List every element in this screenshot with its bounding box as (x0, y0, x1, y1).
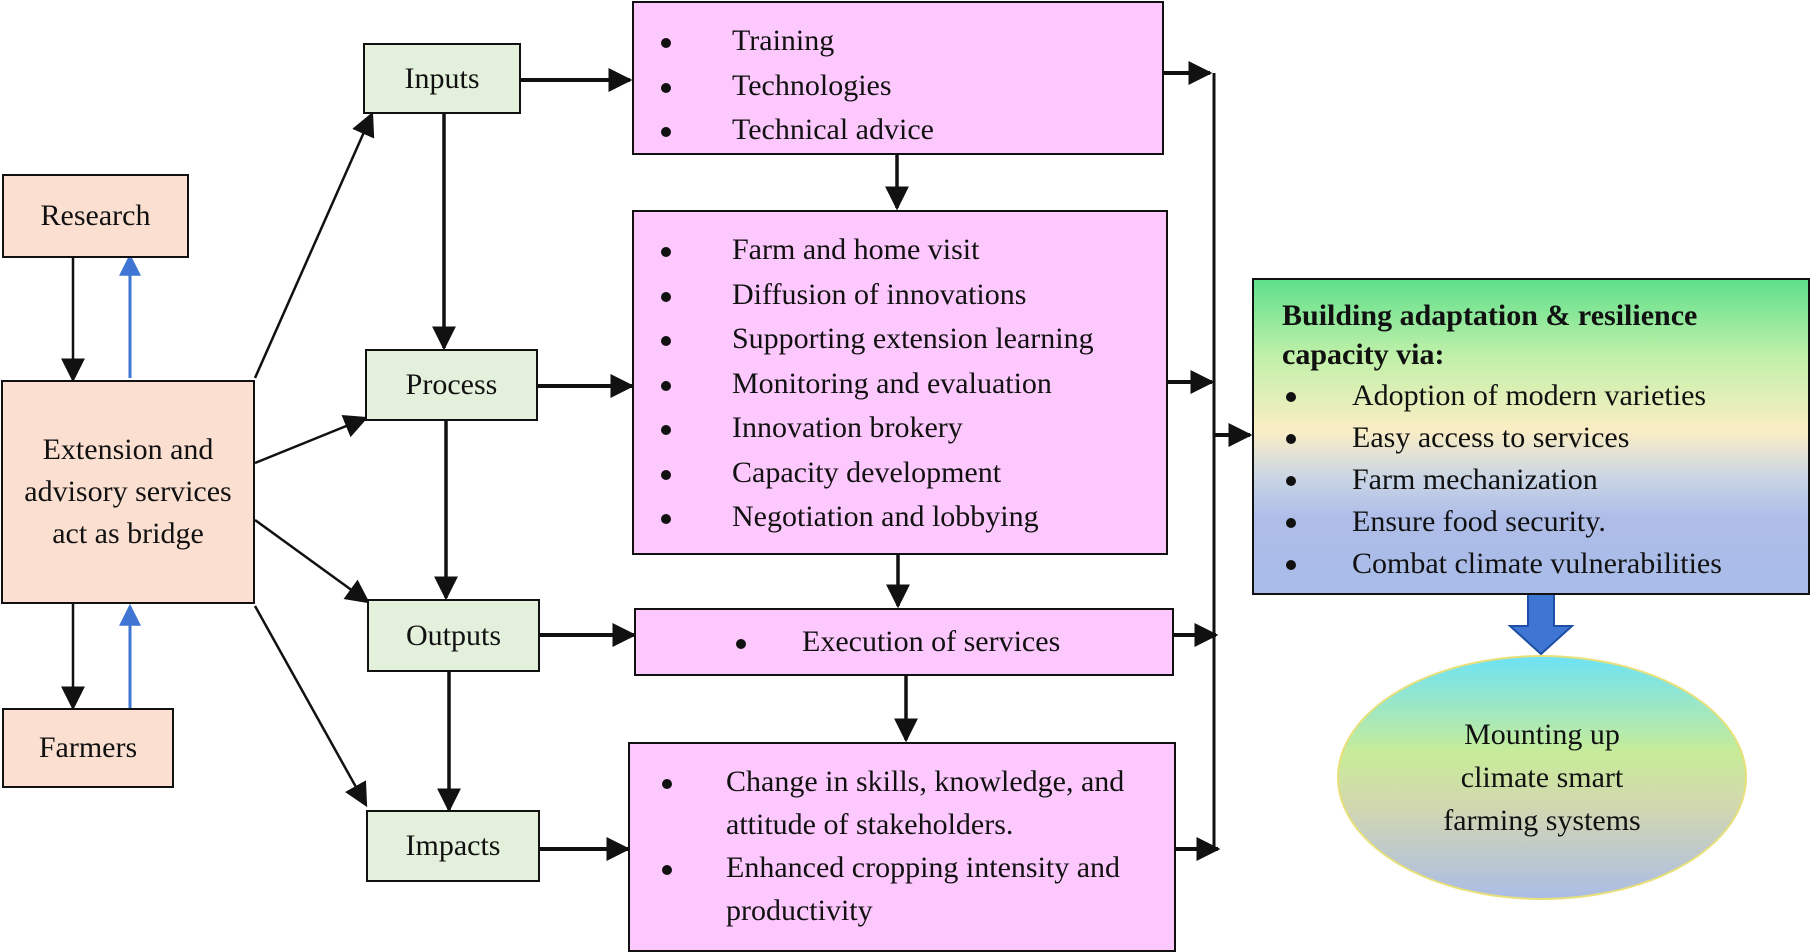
bullet-icon (662, 865, 672, 875)
extension-to-outputs-arrow (254, 518, 370, 604)
list-item: Monitoring and evaluation (634, 362, 1166, 407)
inputs-label: Inputs (404, 61, 480, 95)
list-item: Capacity development (634, 451, 1166, 496)
process-list: Farm and home visit Diffusion of innovat… (634, 228, 1166, 540)
extension-to-impacts-arrow (253, 605, 368, 808)
inputs-list: Training Technologies Technical advice (634, 19, 1162, 153)
list-item: Training (634, 19, 1162, 64)
list-item: Enhanced cropping intensity and producti… (630, 846, 1174, 932)
list-item: Supporting extension learning (634, 317, 1166, 362)
impacts-list-box: Change in skills, knowledge, and attitud… (628, 742, 1176, 952)
list-item: Negotiation and lobbying (634, 495, 1166, 540)
list-item: Farm mechanization (1254, 459, 1808, 501)
process-box: Process (365, 349, 538, 421)
outcome-label: Mounting up climate smart farming system… (1443, 718, 1641, 837)
extension-label: Extension and advisory services act as b… (24, 433, 232, 550)
resilience-to-outcome-arrow (1507, 593, 1575, 656)
extension-to-process-arrow (254, 414, 369, 465)
bullet-icon (1286, 476, 1296, 486)
bullet-icon (661, 380, 671, 391)
list-item: Technical advice (634, 108, 1162, 153)
inputs-list-box: Training Technologies Technical advice (632, 1, 1164, 155)
impacts-label: Impacts (405, 829, 501, 862)
resilience-box: Building adaptation & resilience capacit… (1252, 278, 1810, 595)
bullet-icon (1286, 392, 1296, 402)
list-item: Ensure food security. (1254, 501, 1808, 543)
outputs-label: Outputs (405, 618, 501, 652)
outputs-list: Execution of services (636, 620, 1172, 665)
list-item: Adoption of modern varieties (1254, 375, 1808, 417)
impacts-list: Change in skills, knowledge, and attitud… (630, 760, 1174, 932)
inputs-box: Inputs (363, 43, 521, 114)
list-item: Change in skills, knowledge, and attitud… (630, 760, 1174, 846)
farmers-box: Farmers (2, 708, 174, 788)
bullet-icon (661, 291, 671, 302)
extension-to-inputs-arrow (253, 111, 375, 379)
list-item: Combat climate vulnerabilities (1254, 543, 1808, 585)
bullet-icon (661, 336, 671, 346)
bullet-icon (661, 127, 671, 137)
outputs-box: Outputs (367, 599, 540, 672)
list-item: Diffusion of innovations (634, 273, 1166, 318)
resilience-list: Adoption of modern varieties Easy access… (1254, 375, 1808, 585)
list-item: Execution of services (636, 620, 1172, 665)
bullet-icon (736, 639, 746, 649)
bullet-icon (662, 779, 672, 789)
bullet-icon (1286, 560, 1296, 570)
bullet-icon (661, 425, 671, 435)
process-list-box: Farm and home visit Diffusion of innovat… (632, 210, 1168, 555)
list-item: Innovation brokery (634, 406, 1166, 451)
resilience-title: Building adaptation & resilience capacit… (1282, 299, 1698, 371)
bullet-icon (1286, 518, 1296, 528)
bullet-icon (661, 469, 671, 480)
bullet-icon (661, 38, 671, 48)
list-item: Technologies (634, 64, 1162, 109)
farmers-label: Farmers (38, 731, 138, 764)
list-item: Farm and home visit (634, 228, 1166, 273)
outcome-ellipse: Mounting up climate smart farming system… (1337, 655, 1747, 900)
bullet-icon (661, 247, 671, 257)
list-item: Easy access to services (1254, 417, 1808, 459)
research-box: Research (2, 174, 189, 258)
outputs-list-box: Execution of services (634, 608, 1174, 676)
extension-box: Extension and advisory services act as b… (1, 380, 255, 604)
research-label: Research (40, 199, 151, 232)
bullet-icon (661, 82, 671, 93)
process-label: Process (405, 368, 498, 401)
bullet-icon (661, 514, 671, 524)
impacts-box: Impacts (366, 810, 540, 882)
bullet-icon (1286, 434, 1296, 444)
